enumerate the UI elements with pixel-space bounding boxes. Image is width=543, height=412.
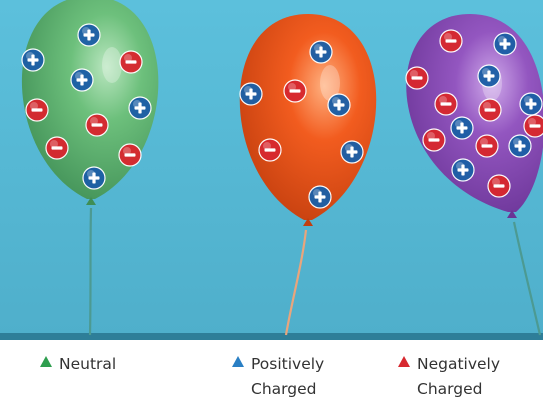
balloon-negatively-charged-body [406, 14, 543, 212]
negative-charge-icon [487, 174, 511, 198]
positive-charge-icon [477, 64, 501, 88]
positive-charge-icon [82, 166, 106, 190]
negative-charge-icon [283, 79, 307, 103]
balloon-neutral-shine [102, 47, 122, 83]
negative-charge-icon [45, 136, 69, 160]
positive-charge-icon [327, 93, 351, 117]
negative-charge-icon [119, 50, 143, 74]
positive-charge-icon [519, 92, 543, 116]
balloon-positively-charged-body [239, 14, 377, 220]
balloon-neutral-knot [86, 197, 96, 205]
negative-charge-icon [258, 138, 282, 162]
negative-charge-icon [475, 134, 499, 158]
balloon-positively-charged-shine [320, 65, 340, 101]
negative-charge-icon [478, 98, 502, 122]
negative-charge-icon [434, 92, 458, 116]
balloon-negatively-charged-string [512, 221, 542, 336]
legend-negatively-charged: Negatively Charged [398, 352, 500, 402]
legend-positively-charged: Positively Charged [232, 352, 324, 402]
negative-charge-icon [422, 128, 446, 152]
negative-charge-icon [405, 66, 429, 90]
balloon-positively-charged-knot [303, 218, 313, 226]
positive-charge-icon [309, 40, 333, 64]
positive-charge-icon [70, 68, 94, 92]
balloon-negatively-charged-knot [507, 210, 517, 218]
floor-line [0, 333, 543, 340]
legend-neutral: Neutral [40, 352, 116, 377]
legend-label-positively-charged: Positively Charged [251, 355, 325, 398]
negative-charge-icon [25, 98, 49, 122]
legend: Neutral Positively Charged Negatively Ch… [0, 340, 543, 412]
positive-charge-icon [340, 140, 364, 164]
balloon-positively-charged-string [284, 229, 308, 336]
positive-charge-icon [450, 116, 474, 140]
red-triangle-icon [398, 356, 410, 367]
green-triangle-icon [40, 356, 52, 367]
positive-charge-icon [451, 158, 475, 182]
negative-charge-icon [118, 143, 142, 167]
negative-charge-icon [439, 29, 463, 53]
positive-charge-icon [77, 23, 101, 47]
negative-charge-icon [85, 113, 109, 137]
balloon-scene [0, 0, 543, 340]
negative-charge-icon [523, 114, 543, 138]
balloon-neutral-string [88, 207, 93, 336]
positive-charge-icon [239, 82, 263, 106]
positive-charge-icon [508, 134, 532, 158]
positive-charge-icon [308, 185, 332, 209]
balloon-illustration [0, 0, 543, 340]
legend-label-neutral: Neutral [59, 355, 117, 373]
positive-charge-icon [493, 32, 517, 56]
positive-charge-icon [21, 48, 45, 72]
legend-label-negatively-charged: Negatively Charged [417, 355, 501, 398]
positive-charge-icon [128, 96, 152, 120]
balloon-positively-charged [239, 14, 377, 226]
blue-triangle-icon [232, 356, 244, 367]
balloon-neutral [21, 0, 159, 205]
balloon-negatively-charged [405, 14, 543, 218]
